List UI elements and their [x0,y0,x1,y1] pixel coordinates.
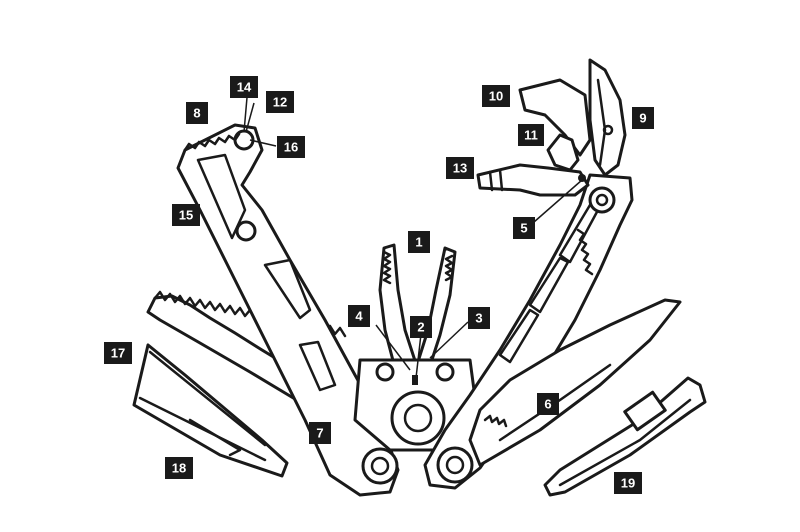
callout-18: 18 [165,457,193,479]
callout-12: 12 [266,91,294,113]
callout-11: 11 [518,124,544,146]
callout-3: 3 [468,307,490,329]
callout-label: 14 [237,80,252,95]
callout-label: 15 [179,208,193,223]
callout-label: 10 [489,89,503,104]
file-tool [132,343,289,478]
callout-8: 8 [186,102,208,124]
callout-7: 7 [309,422,331,444]
callout-19: 19 [614,472,642,494]
callout-5: 5 [513,217,535,239]
callout-label: 8 [193,106,200,121]
callout-label: 9 [639,111,646,126]
callout-label: 2 [417,320,424,335]
callout-label: 18 [172,461,186,476]
bit-driver [476,163,590,197]
hook-tools [518,78,592,172]
callout-2: 2 [410,316,432,338]
callout-17: 17 [104,342,132,364]
callout-label: 5 [520,221,527,236]
callout-label: 16 [284,140,298,155]
bit-holder [543,376,707,497]
callout-15: 15 [172,204,200,226]
callout-14: 14 [230,76,258,98]
callout-label: 3 [475,311,482,326]
top-knife [588,58,627,177]
callout-label: 1 [415,235,422,250]
callout-label: 17 [111,346,125,361]
callout-13: 13 [446,157,474,179]
callout-label: 12 [273,95,287,110]
callout-label: 7 [316,426,323,441]
knife-blade [468,298,682,467]
callout-16: 16 [277,136,305,158]
callout-1: 1 [408,231,430,253]
callout-9: 9 [632,107,654,129]
callout-10: 10 [482,85,510,107]
pliers [353,243,480,452]
callout-4: 4 [348,305,370,327]
right-handle [423,173,634,490]
callout-label: 13 [453,161,467,176]
callout-label: 6 [544,397,551,412]
callout-label: 11 [524,128,538,143]
left-handle [176,123,400,497]
callout-label: 19 [621,476,635,491]
callout-label: 4 [355,309,363,324]
callout-6: 6 [537,393,559,415]
